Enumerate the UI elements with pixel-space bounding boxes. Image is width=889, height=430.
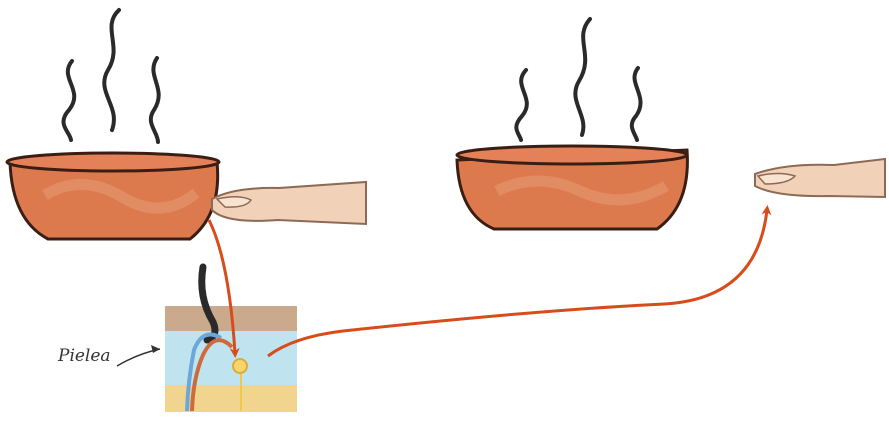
left-pan-icon (7, 153, 219, 239)
right-pan-icon (457, 146, 687, 229)
skin-label: Pielea (57, 346, 111, 366)
skin-label-group: Pielea (57, 345, 160, 366)
right-steam-icon (516, 19, 640, 140)
left-steam-icon (64, 10, 159, 142)
skin-cross-section-icon (165, 267, 297, 412)
right-reflex-arrow-icon (268, 210, 767, 356)
left-finger-icon (212, 182, 366, 224)
right-finger-icon (755, 159, 885, 197)
